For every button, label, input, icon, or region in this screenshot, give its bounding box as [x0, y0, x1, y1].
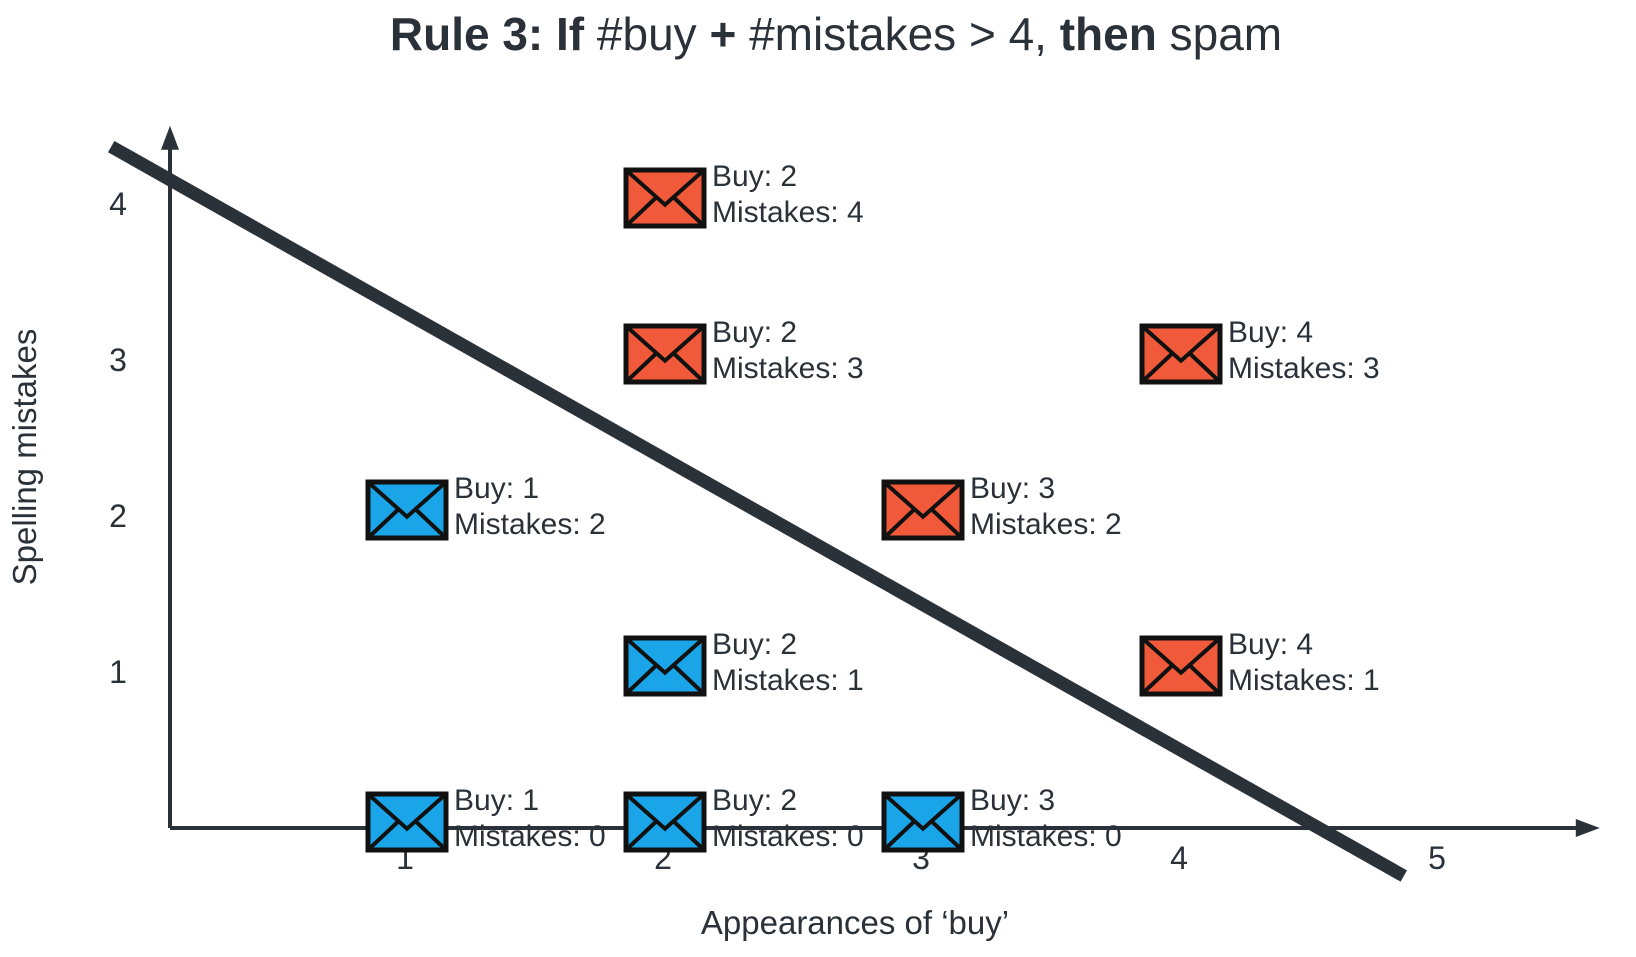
point-label-buy: Buy: 4 [1228, 316, 1313, 349]
envelope-icon [623, 635, 707, 697]
envelope-icon [881, 479, 965, 541]
title-part-3: #mistakes > 4, [749, 8, 1060, 60]
point-label-mistakes: Mistakes: 0 [712, 820, 864, 853]
point-label-buy: Buy: 1 [454, 472, 539, 505]
envelope-icon [1139, 635, 1223, 697]
envelope-icon [623, 323, 707, 385]
x-axis-arrow [1575, 819, 1600, 837]
point-label-buy: Buy: 2 [712, 628, 797, 661]
y-axis-arrow [161, 125, 179, 150]
point-label-buy: Buy: 1 [454, 784, 539, 817]
title-part-4: then [1060, 8, 1170, 60]
point-label-mistakes: Mistakes: 2 [454, 508, 606, 541]
envelope-icon [623, 791, 707, 853]
point-label-mistakes: Mistakes: 3 [712, 352, 864, 385]
x-axis-label: Appearances of ‘buy’ [701, 904, 1009, 941]
x-tick-label: 5 [1428, 840, 1446, 876]
point-label-mistakes: Mistakes: 0 [454, 820, 606, 853]
y-tick-label: 1 [109, 654, 127, 690]
point-label-buy: Buy: 3 [970, 784, 1055, 817]
point-label-mistakes: Mistakes: 1 [712, 664, 864, 697]
y-tick-label: 3 [109, 342, 127, 378]
point-label-mistakes: Mistakes: 1 [1228, 664, 1380, 697]
point-label-mistakes: Mistakes: 4 [712, 196, 864, 229]
envelope-icon [365, 479, 449, 541]
point-label-buy: Buy: 2 [712, 160, 797, 193]
point-label-buy: Buy: 4 [1228, 628, 1313, 661]
envelope-icon [881, 791, 965, 853]
title-part-2: + [709, 8, 749, 60]
title-part-0: Rule 3: If [390, 8, 597, 60]
point-label-buy: Buy: 2 [712, 784, 797, 817]
y-tick-label: 2 [109, 498, 127, 534]
chart-title: Rule 3: If #buy + #mistakes > 4, then sp… [390, 8, 1282, 60]
envelope-icon [1139, 323, 1223, 385]
x-tick-label: 4 [1170, 840, 1188, 876]
point-label-buy: Buy: 3 [970, 472, 1055, 505]
point-label-mistakes: Mistakes: 3 [1228, 352, 1380, 385]
point-label-mistakes: Mistakes: 0 [970, 820, 1122, 853]
envelope-icon [365, 791, 449, 853]
point-label-mistakes: Mistakes: 2 [970, 508, 1122, 541]
y-tick-label: 4 [109, 186, 127, 222]
envelope-icon [623, 167, 707, 229]
point-label-buy: Buy: 2 [712, 316, 797, 349]
decision-boundary-line [108, 140, 1407, 882]
title-part-1: #buy [597, 8, 710, 60]
decision-boundary [108, 140, 1407, 882]
y-axis-label: Spelling mistakes [6, 329, 43, 586]
title-part-5: spam [1170, 8, 1282, 60]
